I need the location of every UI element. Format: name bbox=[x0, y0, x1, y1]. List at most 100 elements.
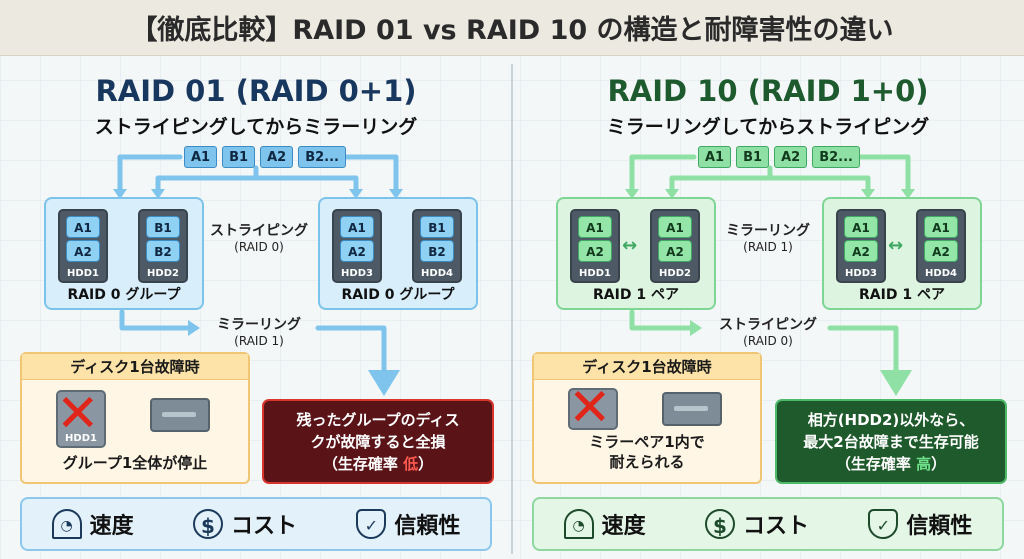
raid10-pair-2: A1 A2 HDD3 ↔ A1 A2 HDD4 RAID 1 ペア bbox=[822, 197, 982, 310]
raid01-subheading: ストライピングしてからミラーリング bbox=[94, 116, 418, 138]
hdd-icon: A1 A2 HDD3 bbox=[836, 209, 886, 283]
data-block: A2 bbox=[66, 240, 100, 262]
sequence-block: B2... bbox=[812, 146, 860, 168]
scenario-text: ミラーペア1内で 耐えられる bbox=[534, 432, 760, 472]
data-block: A2 bbox=[844, 240, 878, 262]
data-block: A1 bbox=[658, 216, 692, 238]
outer-label-sub: (RAID 0) bbox=[743, 334, 793, 348]
scenario-text: グループ1全体が停止 bbox=[62, 454, 208, 472]
metric-reliability: ✓ 信頼性 bbox=[356, 508, 460, 540]
raid01-group-1: A1 A2 HDD1 B1 B2 HDD2 RAID 0 グループ bbox=[44, 197, 204, 310]
sequence-block: A1 bbox=[698, 146, 732, 168]
metric-cost: $ コスト bbox=[192, 508, 297, 540]
data-block: A1 bbox=[340, 216, 374, 238]
raid01-data-sequence: A1 B1 A2 B2... bbox=[184, 146, 346, 168]
metric-reliability: ✓ 信頼性 bbox=[868, 508, 972, 540]
raid01-metrics-bar: ◔ 速度 $ コスト ✓ 信頼性 bbox=[20, 497, 492, 551]
rate-prefix: （生存確率 bbox=[835, 454, 917, 473]
raid01-group-2: A1 A2 HDD3 B1 B2 HDD4 RAID 0 グループ bbox=[318, 197, 478, 310]
metric-speed: ◔ 速度 bbox=[563, 508, 646, 540]
hdd-label: HDD4 bbox=[925, 268, 957, 279]
hdd-label: HDD3 bbox=[341, 268, 373, 279]
data-block: A2 bbox=[578, 240, 612, 262]
x-mark-icon: ✕ bbox=[568, 378, 612, 438]
data-block: A1 bbox=[578, 216, 612, 238]
raid10-metrics-bar: ◔ 速度 $ コスト ✓ 信頼性 bbox=[532, 497, 1004, 551]
x-mark-icon: ✕ bbox=[56, 384, 100, 444]
hdd-label: HDD1 bbox=[67, 268, 99, 279]
rate-suffix: ） bbox=[931, 454, 947, 473]
raid01-flow-arrows bbox=[113, 154, 403, 396]
raid10-pair-1: A1 A2 HDD1 ↔ A1 A2 HDD2 RAID 1 ペア bbox=[556, 197, 716, 310]
group-label: RAID 1 ペア bbox=[593, 287, 679, 303]
group-label: RAID 1 ペア bbox=[859, 287, 945, 303]
hdd-icon: B1 B2 HDD2 bbox=[138, 209, 188, 283]
panel-divider bbox=[511, 64, 513, 554]
raid01-outer-label: ミラーリング (RAID 1) bbox=[204, 314, 314, 348]
hdd-icon: A1 A2 HDD1 bbox=[58, 209, 108, 283]
rate-value: 低 bbox=[403, 454, 419, 473]
metric-label: コスト bbox=[742, 514, 809, 539]
speedometer-icon: ◔ bbox=[563, 509, 594, 539]
sequence-block: B1 bbox=[736, 146, 770, 168]
data-block: A2 bbox=[658, 240, 692, 262]
metric-label: 速度 bbox=[89, 514, 134, 539]
speedometer-icon: ◔ bbox=[51, 509, 82, 539]
raid10-flow-arrows bbox=[625, 154, 915, 396]
data-block: B1 bbox=[420, 216, 454, 238]
raid10-inner-label: ミラーリング (RAID 1) bbox=[716, 220, 820, 254]
hdd-label: HDD3 bbox=[845, 268, 877, 279]
mirror-arrow-icon: ↔ bbox=[622, 235, 638, 256]
hdd-icon: A1 A2 HDD3 bbox=[332, 209, 382, 283]
scenario-text-line: 耐えられる bbox=[609, 453, 685, 471]
rate-value: 高 bbox=[916, 454, 932, 473]
data-block: A2 bbox=[924, 240, 958, 262]
raid01-heading: RAID 01 (RAID 0+1) bbox=[95, 74, 417, 108]
result-line: クが故障すると全損 bbox=[310, 432, 446, 451]
inner-label-text: ミラーリング bbox=[726, 223, 810, 239]
hdd-label: HDD4 bbox=[421, 268, 453, 279]
result-line: 相方(HDD2)以外なら、 bbox=[807, 410, 975, 429]
raid10-heading: RAID 10 (RAID 1+0) bbox=[607, 74, 929, 108]
sequence-block: A2 bbox=[260, 146, 294, 168]
hdd-label: HDD1 bbox=[579, 268, 611, 279]
survival-rate: （生存確率 高） bbox=[777, 453, 1005, 475]
scenario-heading: ディスク1台故障時 bbox=[22, 354, 248, 380]
sequence-block: A2 bbox=[774, 146, 808, 168]
hdd-icon: A1 A2 HDD2 bbox=[650, 209, 700, 283]
hdd-label: HDD2 bbox=[659, 268, 691, 279]
metric-label: コスト bbox=[230, 514, 297, 539]
raid10-failure-scenario: ディスク1台故障時 ✕ ミラーペア1内で 耐えられる bbox=[532, 352, 762, 484]
result-line: 最大2台故障まで生存可能 bbox=[803, 432, 979, 451]
data-block: B2 bbox=[146, 240, 180, 262]
shield-check-icon: ✓ bbox=[356, 509, 387, 539]
failed-hdd-icon: ✕ bbox=[568, 382, 618, 434]
outer-label-text: ストライピング bbox=[719, 317, 817, 333]
shield-check-icon: ✓ bbox=[868, 509, 899, 539]
scenario-text-line: ミラーペア1内で bbox=[589, 433, 705, 451]
dollar-icon: $ bbox=[704, 509, 735, 539]
hdd-icon: B1 B2 HDD4 bbox=[412, 209, 462, 283]
metric-speed: ◔ 速度 bbox=[51, 508, 134, 540]
sequence-block: A1 bbox=[184, 146, 218, 168]
hdd-icon bbox=[662, 392, 722, 426]
raid10-panel: RAID 10 (RAID 1+0) ミラーリングしてからストライピング A1 … bbox=[512, 56, 1024, 559]
data-block: A1 bbox=[844, 216, 878, 238]
data-block: A2 bbox=[340, 240, 374, 262]
outer-label-sub: (RAID 1) bbox=[234, 334, 284, 348]
raid10-outer-label: ストライピング (RAID 0) bbox=[708, 314, 828, 348]
group-label: RAID 0 グループ bbox=[341, 287, 455, 303]
data-block: A1 bbox=[924, 216, 958, 238]
data-block: B1 bbox=[146, 216, 180, 238]
group-label: RAID 0 グループ bbox=[67, 287, 181, 303]
raid10-data-sequence: A1 B1 A2 B2... bbox=[698, 146, 860, 168]
metric-label: 信頼性 bbox=[394, 514, 461, 539]
metric-label: 信頼性 bbox=[906, 514, 973, 539]
scenario-heading: ディスク1台故障時 bbox=[534, 354, 760, 380]
rate-prefix: （生存確率 bbox=[322, 454, 404, 473]
rate-suffix: ） bbox=[418, 454, 434, 473]
sequence-block: B1 bbox=[222, 146, 256, 168]
raid01-inner-label: ストライピング (RAID 0) bbox=[204, 220, 314, 254]
hdd-icon: A1 A2 HDD4 bbox=[916, 209, 966, 283]
page-title: 【徹底比較】RAID 01 vs RAID 10 の構造と耐障害性の違い bbox=[0, 0, 1024, 56]
